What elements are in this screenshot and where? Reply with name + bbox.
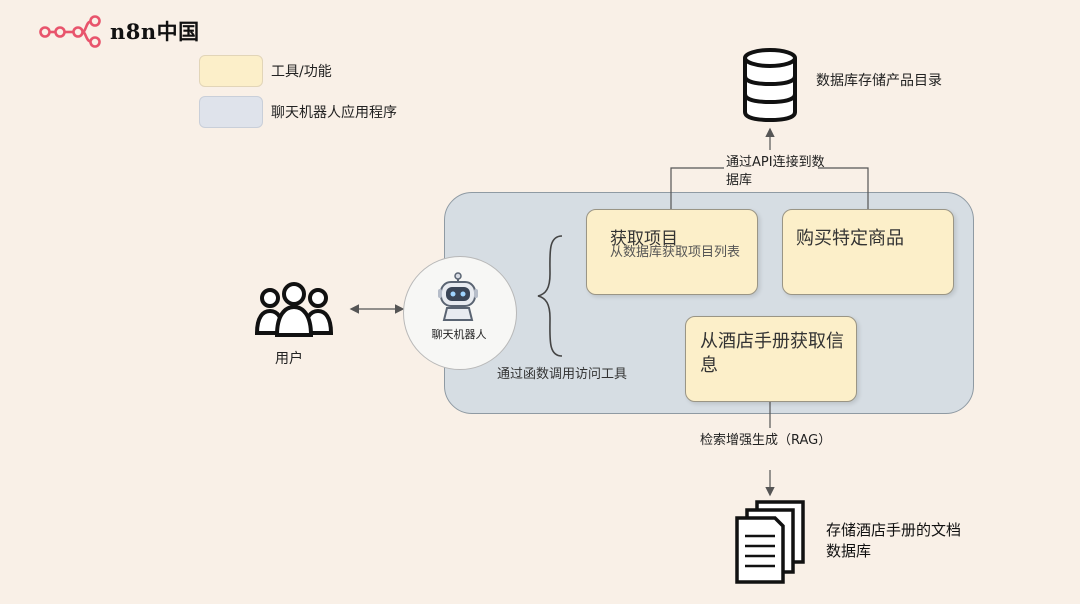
- buy-db-link: [818, 167, 869, 209]
- tool-buy-item: [782, 209, 954, 295]
- rag-note: 检索增强生成（RAG）: [700, 433, 832, 448]
- users-icon: [255, 282, 333, 337]
- documents-icon: [735, 500, 805, 584]
- api-connect-note: 通过API连接到数据库: [726, 155, 825, 188]
- legend-label-app: 聊天机器人应用程序: [271, 105, 397, 121]
- legend-swatch-app: [199, 96, 263, 128]
- n8n-logo-icon: [39, 15, 101, 48]
- brand-logo: n8n中国: [38, 14, 200, 48]
- database-icon: [743, 48, 797, 122]
- chatbot-label: 聊天机器人: [431, 328, 487, 341]
- legend-label-tool: 工具/功能: [271, 64, 332, 80]
- docs-db-label: 存储酒店手册的文档数据库: [826, 521, 962, 560]
- function-call-note: 通过函数调用访问工具: [497, 367, 628, 382]
- brand-name: n8n中国: [110, 19, 200, 44]
- fetch-db-link: [670, 167, 724, 209]
- tool-hotel-title: 从酒店手册获取信息: [700, 331, 844, 376]
- user-label: 用户: [275, 351, 303, 367]
- database-label: 数据库存储产品目录: [816, 73, 942, 89]
- tool-fetch-desc: 从数据库获取项目列表: [610, 245, 741, 260]
- tool-fetch-title: 获取项目: [610, 229, 678, 249]
- legend-swatch-tool: [199, 55, 263, 87]
- tool-fetch-items: [586, 209, 758, 295]
- curly-brace-icon: [537, 235, 563, 357]
- tool-hotel-info: [685, 316, 857, 402]
- tool-buy-title: 购买特定商品: [796, 228, 904, 249]
- robot-icon: [438, 272, 478, 321]
